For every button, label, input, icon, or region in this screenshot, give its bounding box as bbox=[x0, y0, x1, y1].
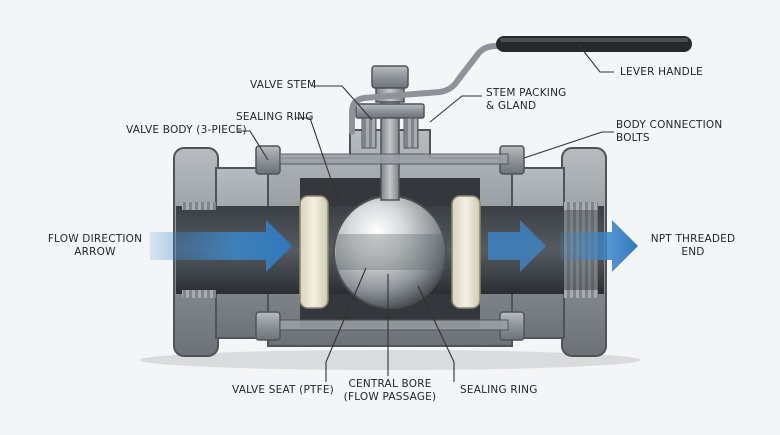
label-npt-end: NPT THREADED END bbox=[644, 233, 742, 259]
leader-lines bbox=[238, 43, 614, 382]
label-stem-packing: STEM PACKING & GLAND bbox=[486, 87, 566, 113]
label-valve-stem: VALVE STEM bbox=[250, 79, 317, 91]
right-thread-top bbox=[564, 202, 598, 210]
right-thread-bottom bbox=[564, 290, 598, 298]
label-sealing-ring-top: SEALING RING bbox=[236, 111, 314, 123]
body-bolts bbox=[255, 145, 525, 341]
valve-stem-part bbox=[355, 65, 425, 201]
label-flow-direction-line-2: ARROW bbox=[74, 246, 116, 258]
lever-handle-part bbox=[349, 36, 692, 135]
label-body-bolts-line-2: BOLTS bbox=[616, 132, 650, 144]
label-npt-end-line-1: NPT THREADED bbox=[650, 233, 736, 245]
label-valve-seat: VALVE SEAT (PTFE) bbox=[232, 384, 334, 396]
label-body-bolts: BODY CONNECTION BOLTS bbox=[616, 119, 722, 145]
left-thread-top bbox=[182, 202, 216, 210]
ptfe-seats bbox=[299, 195, 481, 309]
flow-arrows bbox=[150, 220, 638, 272]
left-thread-bottom bbox=[182, 290, 216, 298]
label-lever-handle: LEVER HANDLE bbox=[620, 66, 703, 78]
label-central-bore-line-2: (FLOW PASSAGE) bbox=[343, 391, 437, 403]
label-flow-direction: FLOW DIRECTION ARROW bbox=[44, 233, 146, 259]
label-stem-packing-line-2: & GLAND bbox=[486, 100, 537, 112]
label-central-bore: CENTRAL BORE (FLOW PASSAGE) bbox=[338, 378, 442, 404]
label-sealing-ring-bottom: SEALING RING bbox=[460, 384, 538, 396]
label-valve-body: VALVE BODY (3-PIECE) bbox=[126, 124, 247, 136]
ground-shadow bbox=[140, 350, 640, 370]
label-stem-packing-line-1: STEM PACKING bbox=[486, 87, 567, 99]
label-flow-direction-line-1: FLOW DIRECTION bbox=[47, 233, 143, 245]
label-central-bore-line-1: CENTRAL BORE bbox=[348, 378, 432, 390]
ball-bore bbox=[336, 234, 444, 270]
label-npt-end-line-2: END bbox=[681, 246, 705, 258]
label-body-bolts-line-1: BODY CONNECTION bbox=[616, 119, 723, 131]
